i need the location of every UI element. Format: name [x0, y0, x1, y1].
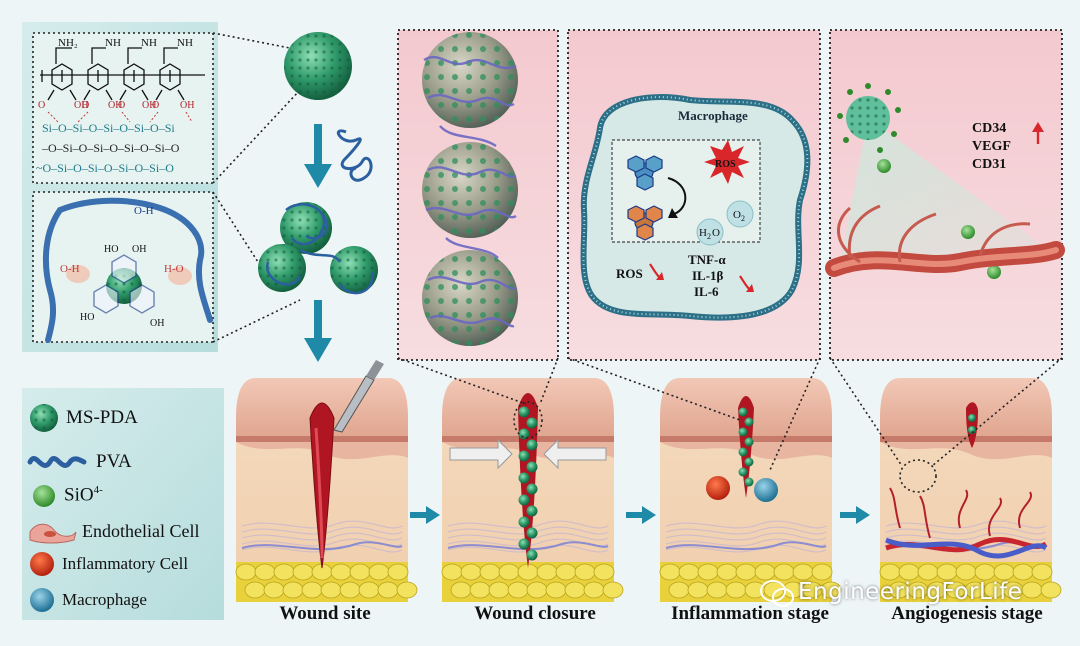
svg-text:O: O — [82, 100, 89, 111]
stage-label-inflammation: Inflammation stage — [671, 603, 829, 624]
o-h-label-top: O-H — [134, 205, 154, 217]
macrophage-title: Macrophage — [678, 108, 748, 123]
svg-text:OH: OH — [142, 100, 156, 111]
h2o-h: H — [699, 227, 707, 239]
ms-pda-sphere — [284, 32, 352, 100]
svg-text:OH: OH — [108, 100, 122, 111]
svg-text:O: O — [38, 100, 45, 111]
hydrogel-network-panel — [397, 29, 559, 361]
svg-text:Si–O–Si–O–Si–O–Si–O–Si: Si–O–Si–O–Si–O–Si–O–Si — [42, 121, 175, 135]
o2-o: O — [733, 209, 741, 221]
h2o-sub: 2 — [707, 232, 711, 241]
legend-panel — [22, 388, 224, 620]
watermark: EngineeringForLife — [760, 578, 1023, 607]
cytokine-il1b: IL-1β — [692, 268, 724, 283]
o-h-label-left: O-H — [60, 263, 80, 275]
watermark-text: EngineeringForLife — [798, 579, 1023, 605]
arrow-down-1 — [304, 124, 332, 188]
svg-text:–O–Si–O–Si–O–Si–O–Si–O: –O–Si–O–Si–O–Si–O–Si–O — [41, 141, 180, 155]
legend-inflammatory-cell: Inflammatory Cell — [62, 554, 189, 573]
marker-cd34: CD34 — [972, 121, 1006, 136]
legend-endothelial-cell: Endothelial Cell — [82, 521, 200, 541]
svg-text:OH: OH — [74, 100, 88, 111]
svg-text:OH: OH — [150, 318, 164, 329]
svg-text:HO: HO — [104, 244, 118, 255]
stage-label-wound-closure: Wound closure — [474, 603, 596, 624]
pda-backbone — [40, 47, 205, 101]
marker-cd31: CD31 — [972, 157, 1006, 172]
stage-arrows — [410, 506, 870, 524]
pva-hbond-detail: HO OH HO OH O-H O-H H-O — [42, 197, 213, 343]
cytokine-tnf: TNF-α — [688, 252, 726, 267]
svg-text:~O–Si–O–Si–O–Si–O–Si–O: ~O–Si–O–Si–O–Si–O–Si–O — [36, 161, 174, 175]
arrow-down-2 — [304, 300, 332, 362]
pva-coil-icon — [336, 129, 373, 182]
legend-sio4: SiO4- — [64, 484, 103, 506]
cytokine-il6: IL-6 — [694, 284, 719, 299]
svg-text:OH: OH — [180, 100, 194, 111]
skin-block-wound-closure — [441, 378, 624, 602]
nh-label-2: NH — [141, 37, 157, 49]
marker-vegf: VEGF — [972, 139, 1011, 154]
legend-sio4-charge: 4- — [93, 484, 103, 496]
legend-pva: PVA — [96, 451, 132, 472]
svg-text:O: O — [118, 100, 125, 111]
h-o-label-right: H-O — [164, 263, 184, 275]
stage-label-angiogenesis: Angiogenesis stage — [891, 603, 1043, 624]
wechat-icon — [760, 578, 794, 607]
legend-sio4-label: SiO — [64, 484, 94, 506]
ros-down-label: ROS — [616, 266, 643, 281]
svg-text:O: O — [152, 100, 159, 111]
o2-sub: 2 — [741, 214, 745, 223]
stage-label-wound-site: Wound site — [279, 603, 371, 624]
h2o-o: O — [712, 227, 720, 239]
ms-pda-pva-complex — [258, 202, 378, 295]
nh-label-3: NH — [177, 37, 193, 49]
skin-block-angiogenesis — [879, 378, 1062, 602]
macrophage-panel: ROS — [567, 29, 821, 361]
ros-badge: ROS — [715, 159, 736, 170]
svg-text:HO: HO — [80, 312, 94, 323]
skin-block-wound-site — [235, 360, 418, 602]
svg-text:OH: OH — [132, 244, 146, 255]
nh2-label: NH₂ — [58, 37, 78, 49]
angiogenesis-panel — [825, 29, 1065, 361]
legend-ms-pda: MS-PDA — [66, 407, 138, 428]
nh-label-1: NH — [105, 37, 121, 49]
siloxane-network: Si–O–Si–O–Si–O–Si–O–Si –O–Si–O–Si–O–Si–O… — [36, 121, 180, 175]
skin-block-inflammation — [659, 378, 842, 602]
legend-macrophage: Macrophage — [62, 590, 147, 609]
